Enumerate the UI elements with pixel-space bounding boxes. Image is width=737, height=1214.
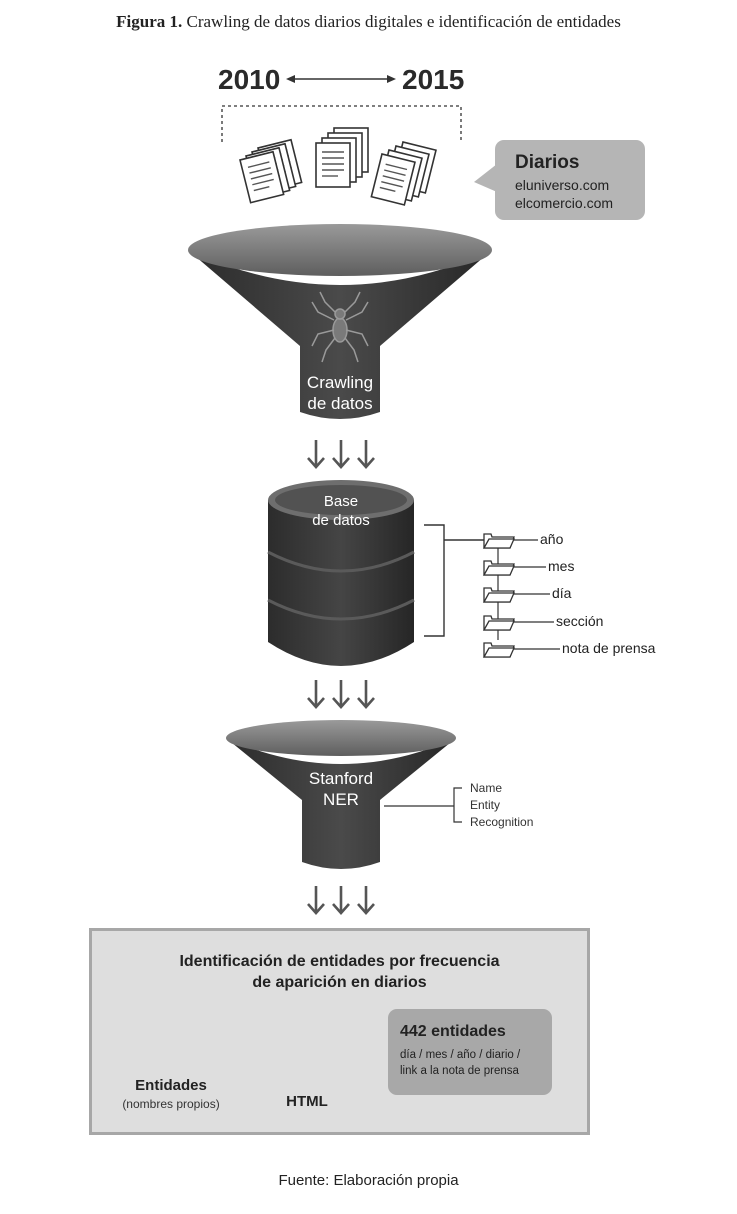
ner-label-line1: Stanford: [308, 769, 374, 788]
html-label: HTML: [286, 1093, 328, 1110]
folder-label-day: día: [552, 585, 572, 601]
ner-label: Stanford NER: [291, 768, 391, 810]
arrows-to-database: [306, 438, 376, 469]
folder-icon: [483, 615, 515, 631]
ner-term-recognition: Recognition: [470, 815, 534, 829]
document-stack-center-icon: [315, 127, 369, 188]
caption-text: Crawling de datos diarios digitales e id…: [186, 12, 621, 31]
folder-tree: [483, 533, 560, 658]
stats-callout: 442 entidades día / mes / año / diario /…: [388, 1009, 552, 1095]
folder-label-month: mes: [548, 558, 575, 574]
database-label-line1: Base: [323, 493, 359, 510]
crawling-label-line2: de datos: [307, 394, 373, 413]
caption-prefix: Figura 1.: [116, 12, 183, 31]
folder-label-press-note: nota de prensa: [562, 640, 656, 656]
year-end: 2015: [402, 64, 465, 95]
spider-icon: [311, 291, 369, 363]
stats-title: 442 entidades: [400, 1023, 506, 1040]
timeline-bracket: [221, 105, 462, 142]
year-start: 2010: [218, 64, 281, 95]
ner-bracket: [384, 787, 462, 823]
timeline-arrow: [286, 75, 396, 83]
result-title: Identificación de entidades por frecuenc…: [92, 951, 587, 993]
diario-site: eluniverso.com: [515, 177, 610, 193]
entities-sublabel: (nombres propios): [122, 1097, 220, 1111]
folder-icon: [483, 533, 515, 549]
timeline: 2010 2015: [0, 58, 737, 108]
database-label: Base de datos: [296, 492, 386, 530]
figure-caption: Figura 1. Crawling de datos diarios digi…: [0, 12, 737, 32]
database-label-line2: de datos: [312, 512, 370, 529]
stats-line: link a la nota de prensa: [400, 1065, 519, 1077]
diarios-pointer: [474, 164, 497, 192]
database-cylinder: [267, 480, 415, 666]
diario-site: elcomercio.com: [515, 195, 614, 211]
stats-line: día / mes / año / diario /: [400, 1049, 521, 1061]
folder-icon: [483, 560, 515, 576]
database-bracket: [424, 524, 445, 637]
diarios-callout: Diarios eluniverso.com elcomercio.com: [495, 140, 645, 220]
folder-icon: [483, 642, 515, 658]
ner-term-name: Name: [470, 781, 503, 795]
result-title-line2: de aparición en diarios: [252, 974, 427, 991]
source-note: Fuente: Elaboración propia: [278, 1172, 459, 1189]
ner-label-line2: NER: [323, 790, 359, 809]
folder-label-section: sección: [556, 613, 604, 629]
ner-term-entity: Entity: [470, 798, 501, 812]
document-stack-left-icon: [239, 138, 303, 204]
entities-label: Entidades: [135, 1077, 207, 1094]
ner-funnel: [226, 720, 456, 869]
folder-label-year: año: [540, 531, 564, 547]
folder-icon: [483, 587, 515, 603]
crawling-label: Crawling de datos: [290, 372, 390, 414]
crawling-label-line1: Crawling: [306, 373, 374, 392]
diarios-title: Diarios: [515, 152, 580, 173]
arrows-to-result: [306, 884, 376, 915]
document-stack-right-icon: [370, 141, 437, 206]
result-title-line1: Identificación de entidades por frecuenc…: [179, 953, 500, 970]
arrows-to-ner: [306, 678, 376, 709]
result-panel: Identificación de entidades por frecuenc…: [89, 928, 590, 1135]
